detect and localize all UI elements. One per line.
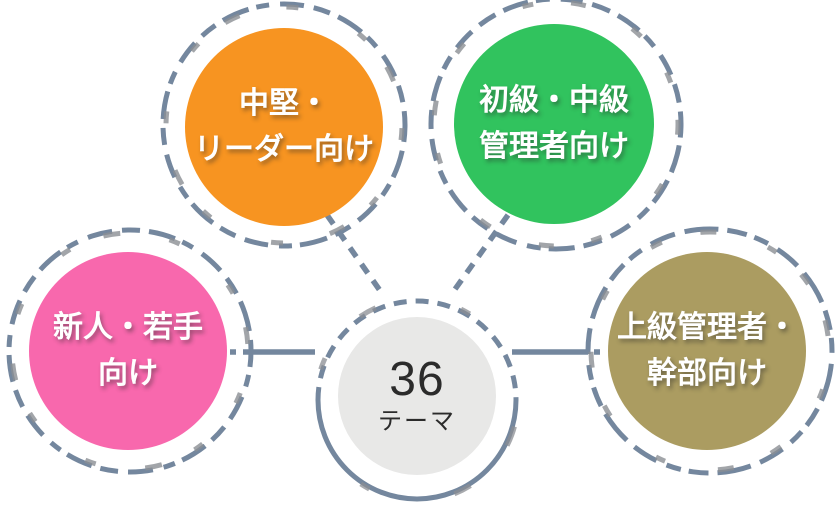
dashed-ring-rough xyxy=(588,229,832,473)
dashed-ring-rough xyxy=(431,0,681,249)
circle-theme-count: 36 テーマ xyxy=(338,317,496,475)
dashed-ring-rough xyxy=(163,4,405,246)
circle-label-line: 向け xyxy=(98,357,158,390)
circle-label-line: リーダー向け xyxy=(194,133,374,166)
dashed-ring xyxy=(160,1,408,249)
connector-line xyxy=(450,213,511,294)
circle-mid-level-leaders: 中堅・ リーダー向け xyxy=(185,28,383,226)
circle-label-line: 上級管理者・ xyxy=(617,310,797,344)
center-ring-bottom-arc xyxy=(315,399,519,502)
center-ring-rough xyxy=(313,296,521,504)
connector-line xyxy=(324,213,384,294)
circle-label-line: 新人・若手 xyxy=(53,310,203,344)
center-ring-top-arc xyxy=(315,298,519,401)
theme-count-value: 36 xyxy=(389,353,445,407)
dashed-ring xyxy=(6,227,254,475)
circle-junior-middle-managers: 初級・中級 管理者向け xyxy=(454,24,654,224)
circle-label-line: 管理者向け xyxy=(479,130,629,163)
circle-newcomers-young: 新人・若手 向け xyxy=(29,252,227,450)
theme-count-unit: テーマ xyxy=(378,407,456,435)
circle-senior-managers-executives: 上級管理者・ 幹部向け xyxy=(608,252,806,450)
dashed-ring xyxy=(585,226,835,476)
circle-label-line: 中堅・ xyxy=(239,86,329,120)
dashed-ring xyxy=(428,0,684,252)
circle-label-line: 初級・中級 xyxy=(479,83,629,117)
dashed-ring-rough xyxy=(9,230,251,472)
circle-label-line: 幹部向け xyxy=(647,357,767,390)
